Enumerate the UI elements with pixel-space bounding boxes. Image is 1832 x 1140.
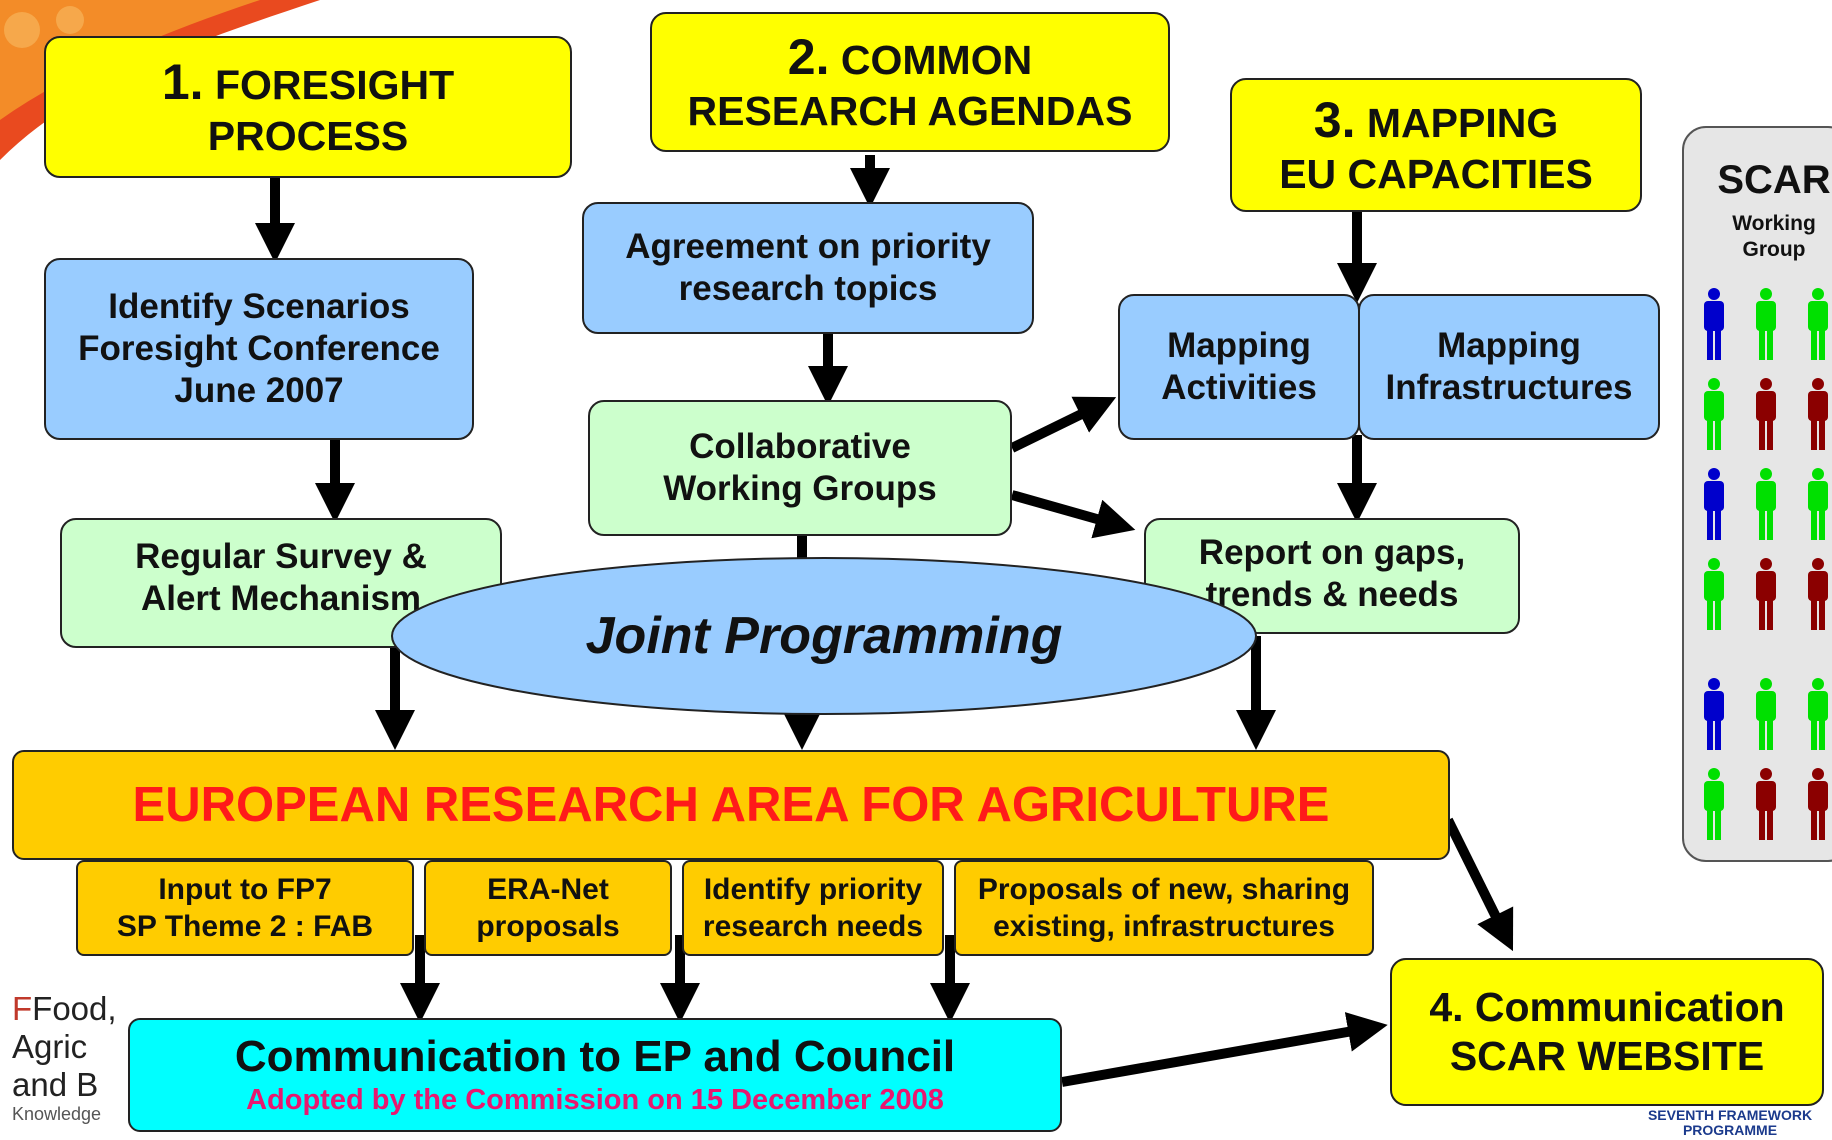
era-banner: EUROPEAN RESEARCH AREA FOR AGRICULTURE	[12, 750, 1450, 860]
foresight-number: 1.	[161, 54, 204, 111]
website-line2: SCAR WEBSITE	[1449, 1033, 1765, 1079]
tab-era-net-line2: proposals	[476, 910, 620, 943]
communication-title: Communication to EP and Council	[234, 1031, 956, 1081]
identify-box: Identify Scenarios Foresight Conference …	[44, 258, 474, 440]
people-figures	[1704, 288, 1828, 840]
arrow-era-website	[1443, 817, 1514, 952]
mapping-activities-line2: Activities	[1161, 368, 1317, 407]
fab-logo: FFood, Agric and B Knowledge	[12, 990, 117, 1124]
fp7-logo: SEVENTH FRAMEWORK PROGRAMME	[1628, 1107, 1832, 1140]
report-line1: Report on gaps,	[1198, 533, 1466, 572]
communication-subtitle: Adopted by the Commission on 15 December…	[246, 1084, 944, 1117]
foresight-box: 1. FORESIGHT PROCESS	[44, 36, 572, 178]
tab-proposals-line1: Proposals of new, sharing	[977, 872, 1351, 906]
mapping-infrastructures-line1: Mapping	[1437, 326, 1581, 365]
identify-line3: June 2007	[174, 371, 344, 410]
scar-sub2: Group	[1742, 238, 1806, 261]
joint-ellipse	[391, 557, 1257, 715]
foresight-line1: FORESIGHT	[214, 62, 455, 109]
survey-box: Regular Survey & Alert Mechanism	[60, 518, 502, 648]
row-1	[1704, 288, 1828, 360]
agreement-line1: Agreement on priority	[625, 227, 991, 266]
website-box: 4. Communication SCAR WEBSITE	[1390, 958, 1824, 1106]
era-title: EUROPEAN RESEARCH AREA FOR AGRICULTURE	[132, 778, 1330, 832]
tab-identify-priority-line1: Identify priority	[703, 872, 923, 906]
identify-line2: Foresight Conference	[78, 329, 440, 368]
scar-sub1: Working	[1732, 212, 1816, 235]
mapping-line1: MAPPING	[1366, 100, 1559, 147]
mapping-activities-line1: Mapping	[1167, 326, 1311, 365]
tab-identify-priority-line2: research needs	[702, 910, 924, 943]
logo-line4: Knowledge	[12, 1103, 102, 1124]
communication-box: Communication to EP and Council Adopted …	[128, 1018, 1062, 1132]
arrow-comm-website	[1061, 1012, 1388, 1087]
tab-proposals-line2: existing, infrastructures	[993, 910, 1335, 943]
logo-line3: and B	[12, 1065, 99, 1103]
scar-panel: SCAR Working Group	[1682, 126, 1832, 862]
arrow-collab-report	[1010, 490, 1136, 539]
fp7-line1: SEVENTH FRAMEWORK	[1647, 1107, 1813, 1123]
identify-line1: Identify Scenarios	[108, 287, 410, 326]
mapping-infrastructures-line2: Infrastructures	[1385, 368, 1633, 407]
foresight-line2: PROCESS	[207, 113, 409, 160]
tab-identify-priority: Identify priority research needs	[682, 860, 944, 956]
arrow-collab-mapping	[1009, 396, 1117, 453]
mapping-infrastructures-box: Mapping Infrastructures	[1358, 294, 1660, 440]
mapping-box: 3. MAPPING EU CAPACITIES	[1230, 78, 1642, 212]
report-line2: trends & needs	[1205, 575, 1459, 614]
scar-title: SCAR	[1717, 158, 1831, 202]
logo-line2: Agric	[12, 1027, 88, 1065]
fp7-line2: PROGRAMME	[1682, 1122, 1778, 1139]
tab-era-net: ERA-Net proposals	[424, 860, 672, 956]
mapping-line2: EU CAPACITIES	[1279, 151, 1593, 198]
collab-line2: Working Groups	[663, 469, 937, 508]
tab-input-fp7-line1: Input to FP7	[158, 872, 332, 906]
logo-line1: Food,	[32, 990, 117, 1027]
mapping-number: 3.	[1313, 92, 1356, 149]
collab-line1: Collaborative	[689, 427, 911, 466]
agendas-number: 2.	[787, 29, 830, 86]
tab-input-fp7: Input to FP7 SP Theme 2 : FAB	[76, 860, 414, 956]
agreement-box: Agreement on priority research topics	[582, 202, 1034, 334]
tab-input-fp7-line2: SP Theme 2 : FAB	[116, 910, 374, 943]
agendas-line1: COMMON	[840, 37, 1033, 84]
tab-era-net-line1: ERA-Net	[487, 872, 609, 906]
website-line1: 4. Communication	[1429, 983, 1785, 1030]
agreement-line2: research topics	[678, 269, 938, 308]
collab-box: Collaborative Working Groups	[588, 400, 1012, 536]
survey-line2: Alert Mechanism	[140, 579, 422, 618]
survey-line1: Regular Survey &	[135, 537, 427, 576]
tab-proposals: Proposals of new, sharing existing, infr…	[954, 860, 1374, 956]
agendas-line2: RESEARCH AGENDAS	[687, 88, 1133, 135]
agendas-box: 2. COMMON RESEARCH AGENDAS	[650, 12, 1170, 152]
joint-programming-label: Joint Programming	[585, 607, 1063, 665]
mapping-activities-box: Mapping Activities	[1118, 294, 1360, 440]
